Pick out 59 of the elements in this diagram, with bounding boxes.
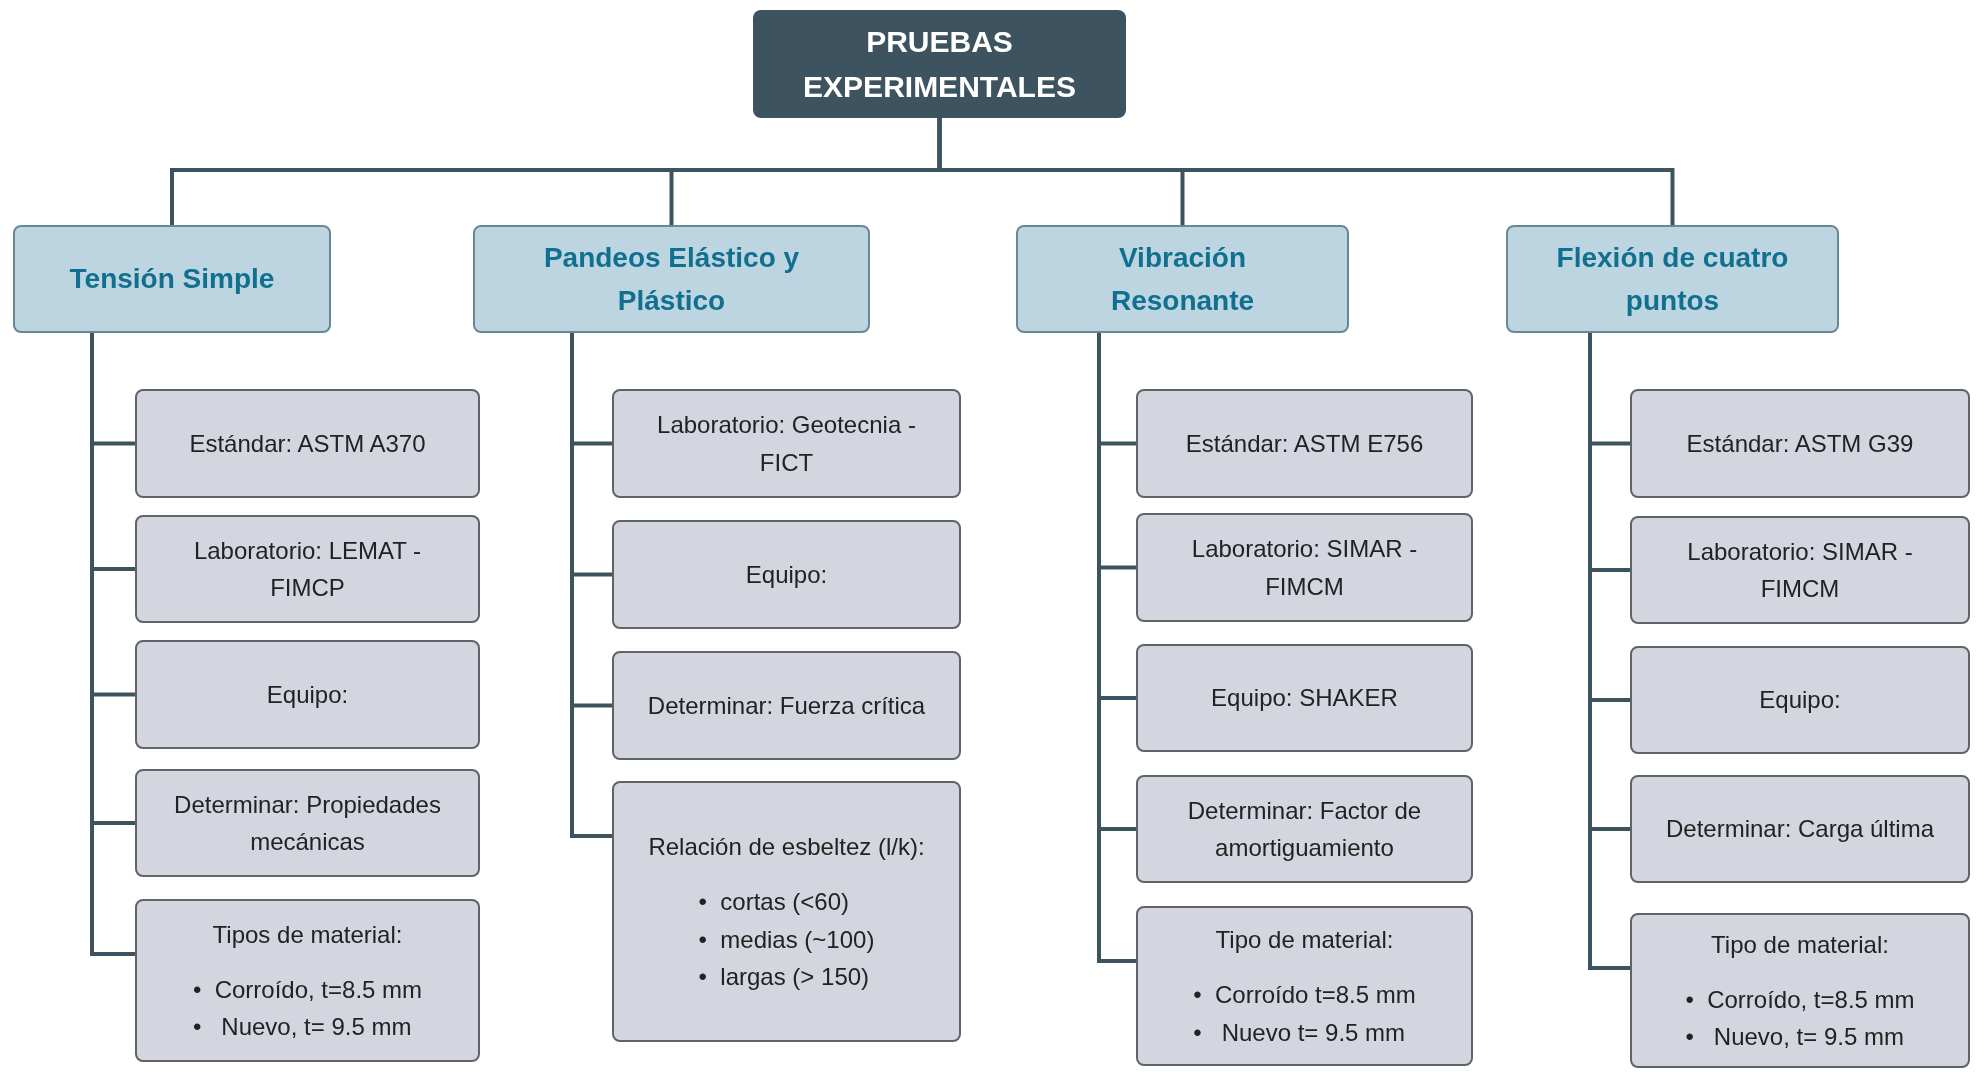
box-text: Tipo de material: xyxy=(1215,925,1394,956)
bullet-item: • medias (~100) xyxy=(698,924,875,955)
box-text: Determinar: Carga última xyxy=(1665,814,1935,845)
detail-box xyxy=(135,389,480,498)
detail-box xyxy=(1136,906,1473,1066)
box-text: Determinar: Fuerza crítica xyxy=(647,690,926,721)
detail-box xyxy=(612,520,961,629)
detail-box xyxy=(135,640,480,749)
connector-line xyxy=(937,118,1675,225)
box-text: Laboratorio: SIMAR - FIMCM xyxy=(1686,536,1914,604)
box-text: Laboratorio: LEMAT - FIMCP xyxy=(192,535,423,603)
detail-box xyxy=(1630,775,1970,883)
category-box xyxy=(473,225,870,333)
connector-line xyxy=(570,333,612,838)
detail-box xyxy=(1630,913,1970,1068)
bullet-item: • Corroído, t=8.5 mm xyxy=(192,974,423,1005)
heading-text: Flexión de cuatro puntos xyxy=(1555,240,1790,318)
box-text: Laboratorio: Geotecnia - FICT xyxy=(656,410,917,478)
detail-box xyxy=(1630,516,1970,624)
box-text: Estándar: ASTM E756 xyxy=(1185,428,1424,459)
heading-text: Tensión Simple xyxy=(69,262,275,297)
box-text: Equipo: xyxy=(745,559,828,590)
bullet-item: • Nuevo, t= 9.5 mm xyxy=(192,1012,413,1043)
box-text: Equipo: xyxy=(1759,685,1841,716)
bullet-item: • Nuevo, t= 9.5 mm xyxy=(1685,1022,1905,1053)
box-text: Equipo: xyxy=(266,679,349,710)
box-text: Relación de esbeltez (l/k): xyxy=(648,832,925,863)
box-text: Estándar: ASTM A370 xyxy=(189,428,426,459)
detail-box xyxy=(135,515,480,623)
box-text: Determinar: Factor de amortiguamiento xyxy=(1186,795,1423,863)
detail-box xyxy=(1630,389,1970,498)
bullet-item: • largas (> 150) xyxy=(698,961,871,992)
box-text: Tipos de material: xyxy=(212,919,403,950)
box-text: Tipo de material: xyxy=(1711,929,1889,960)
detail-box xyxy=(1136,389,1473,498)
detail-box xyxy=(1630,646,1970,754)
category-box xyxy=(1506,225,1839,333)
category-box xyxy=(13,225,331,333)
box-text: Estándar: ASTM G39 xyxy=(1686,428,1914,459)
title-box xyxy=(753,10,1126,118)
box-text: Equipo: SHAKER xyxy=(1211,683,1398,714)
category-box xyxy=(1016,225,1349,333)
box-text: Laboratorio: SIMAR - FIMCM xyxy=(1190,534,1419,602)
detail-box xyxy=(612,781,961,1042)
detail-box xyxy=(612,389,961,498)
detail-box xyxy=(135,899,480,1062)
detail-box xyxy=(135,769,480,877)
detail-box xyxy=(1136,644,1473,752)
bullet-item: • Corroído t=8.5 mm xyxy=(1193,980,1416,1011)
heading-text: Vibración Resonante xyxy=(1109,240,1256,318)
bullet-item: • Corroído, t=8.5 mm xyxy=(1685,984,1915,1015)
box-text: Determinar: Propiedades mecánicas xyxy=(173,789,442,857)
detail-box xyxy=(1136,775,1473,883)
detail-box xyxy=(1136,513,1473,622)
heading-text: PRUEBAS EXPERIMENTALES xyxy=(802,24,1077,105)
bullet-item: • cortas (<60) xyxy=(698,887,851,918)
heading-text: Pandeos Elástico y Plástico xyxy=(542,240,801,318)
detail-box xyxy=(612,651,961,760)
bullet-item: • Nuevo t= 9.5 mm xyxy=(1193,1017,1407,1048)
